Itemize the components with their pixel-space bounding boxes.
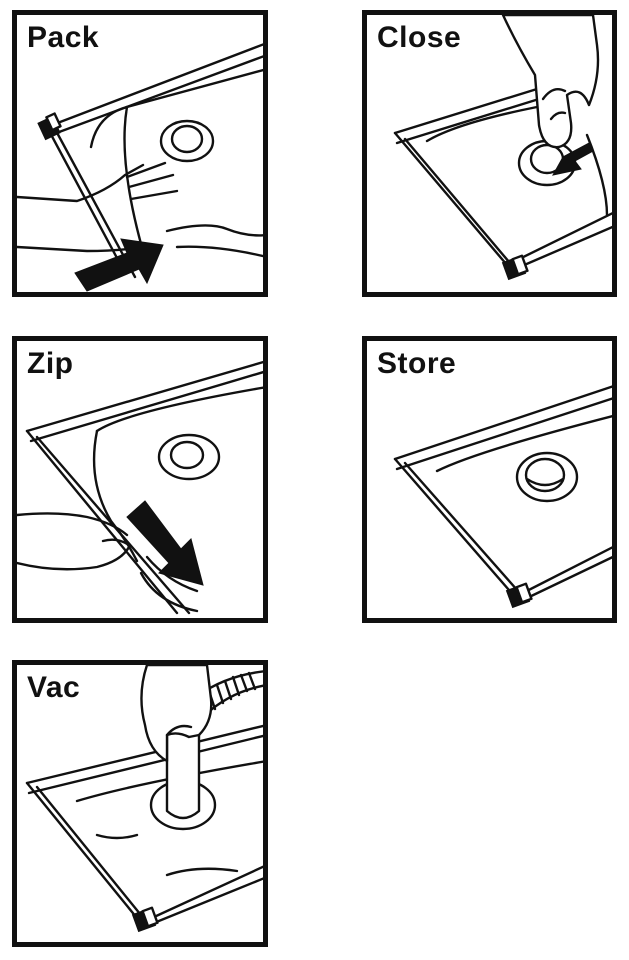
step-pack-panel: Pack: [12, 10, 268, 297]
step-zip-label: Zip: [27, 347, 74, 380]
step-vac-label: Vac: [27, 671, 81, 704]
step-store-label: Store: [377, 347, 457, 380]
hand-pressing-valve-icon: [393, 15, 612, 281]
step-zip-panel: Zip: [12, 336, 268, 623]
step-close-panel: Close: [362, 10, 617, 297]
hand-inserting-item-icon: [17, 43, 263, 292]
step-vac-panel: Vac: [12, 660, 268, 947]
step-close-label: Close: [377, 21, 462, 54]
hand-sliding-zipper-icon: [17, 360, 263, 615]
sealed-bag-icon: [393, 385, 612, 609]
vacuum-hose-icon: [25, 665, 263, 933]
step-pack-label: Pack: [27, 21, 100, 54]
step-store-panel: Store: [362, 336, 617, 623]
